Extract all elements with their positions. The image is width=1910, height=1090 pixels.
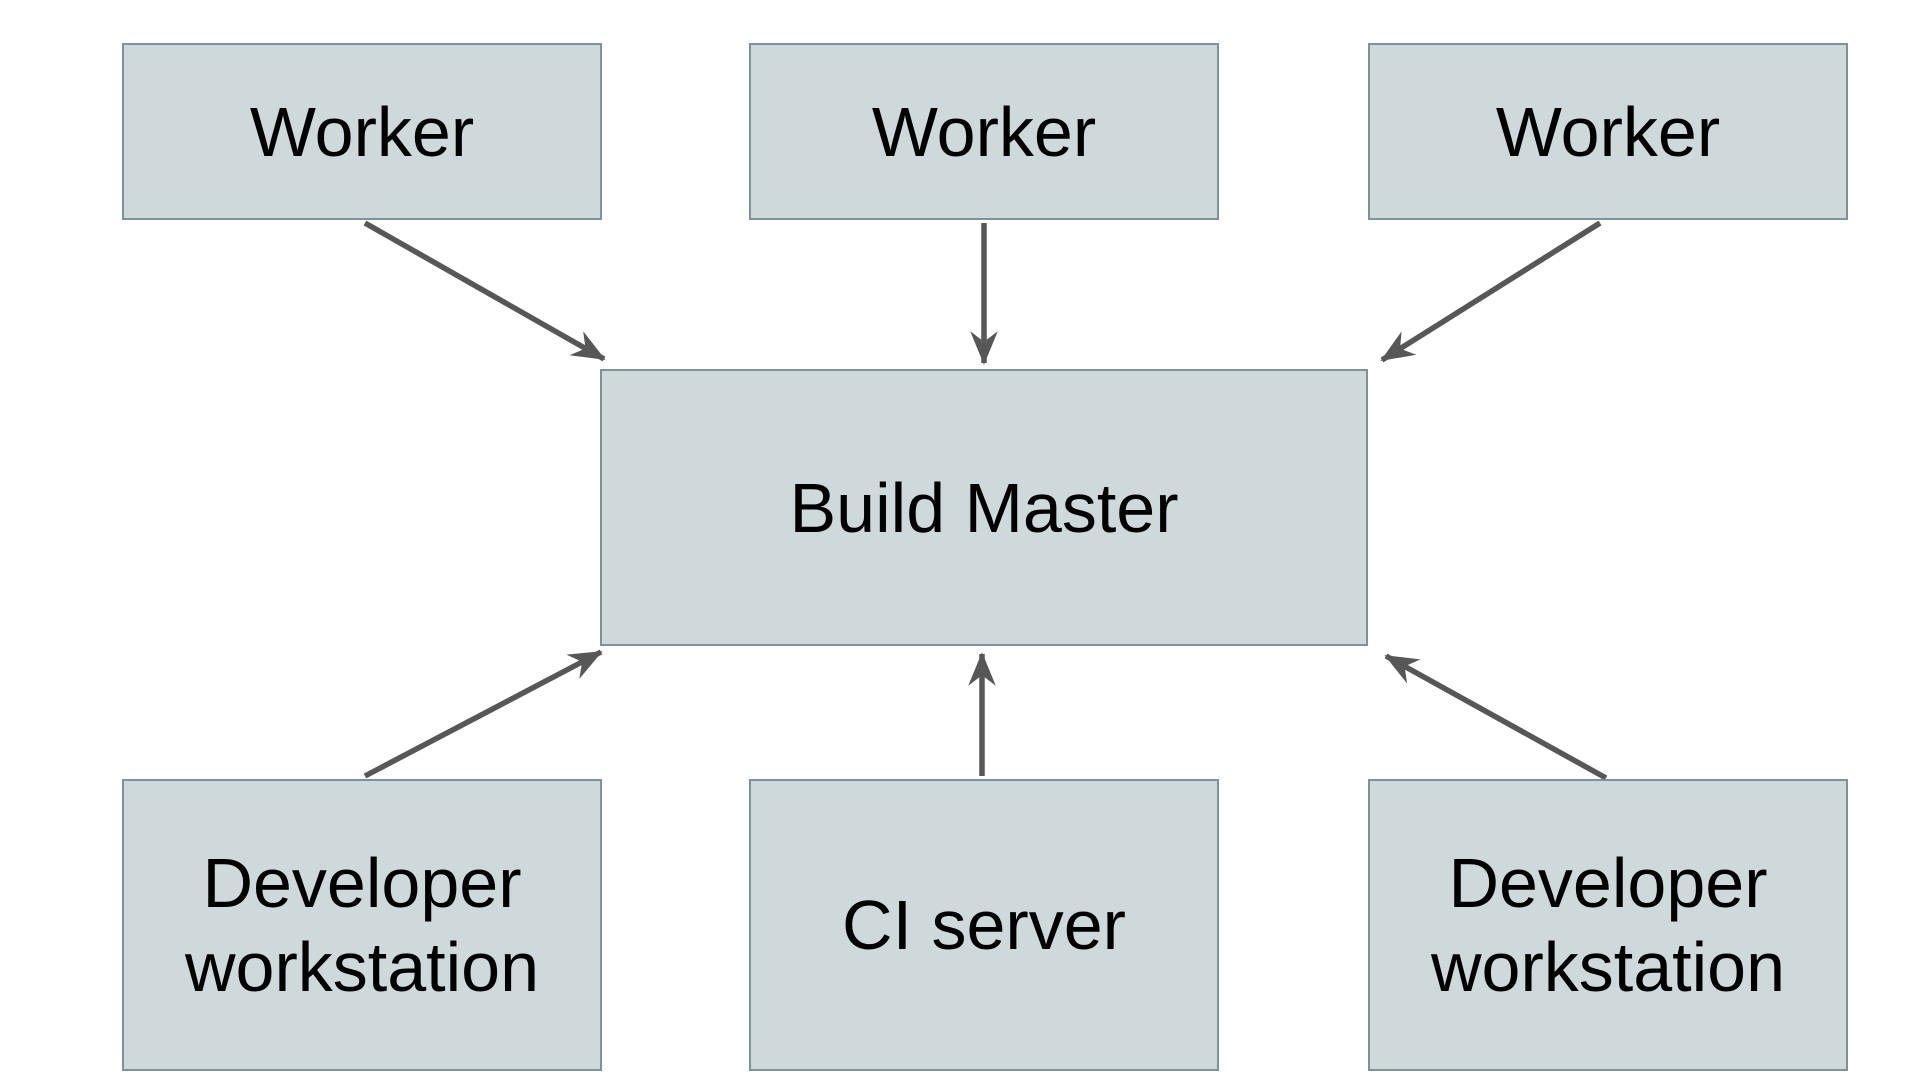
arrow-worker-left-to-build-master [363, 220, 606, 362]
node-developer-workstation-right: Developer workstation [1368, 779, 1848, 1071]
node-worker-left: Worker [122, 43, 602, 220]
arrow-dev-workstation-right-to-build-master [1384, 653, 1608, 781]
node-worker-right: Worker [1368, 43, 1848, 220]
node-worker-left-label: Worker [249, 92, 475, 171]
node-developer-workstation-right-label: Developer workstation [1430, 844, 1786, 1006]
node-worker-center-label: Worker [871, 92, 1097, 171]
node-worker-right-label: Worker [1495, 92, 1721, 171]
node-worker-center: Worker [749, 43, 1219, 220]
node-build-master: Build Master [600, 369, 1368, 646]
node-developer-workstation-left: Developer workstation [122, 779, 602, 1071]
arrow-dev-workstation-left-to-build-master [363, 649, 603, 779]
node-build-master-label: Build Master [789, 468, 1179, 547]
node-ci-server-label: CI server [842, 886, 1126, 964]
node-developer-workstation-left-label: Developer workstation [184, 844, 540, 1006]
node-ci-server: CI server [749, 779, 1219, 1071]
arrow-worker-right-to-build-master [1380, 220, 1602, 363]
